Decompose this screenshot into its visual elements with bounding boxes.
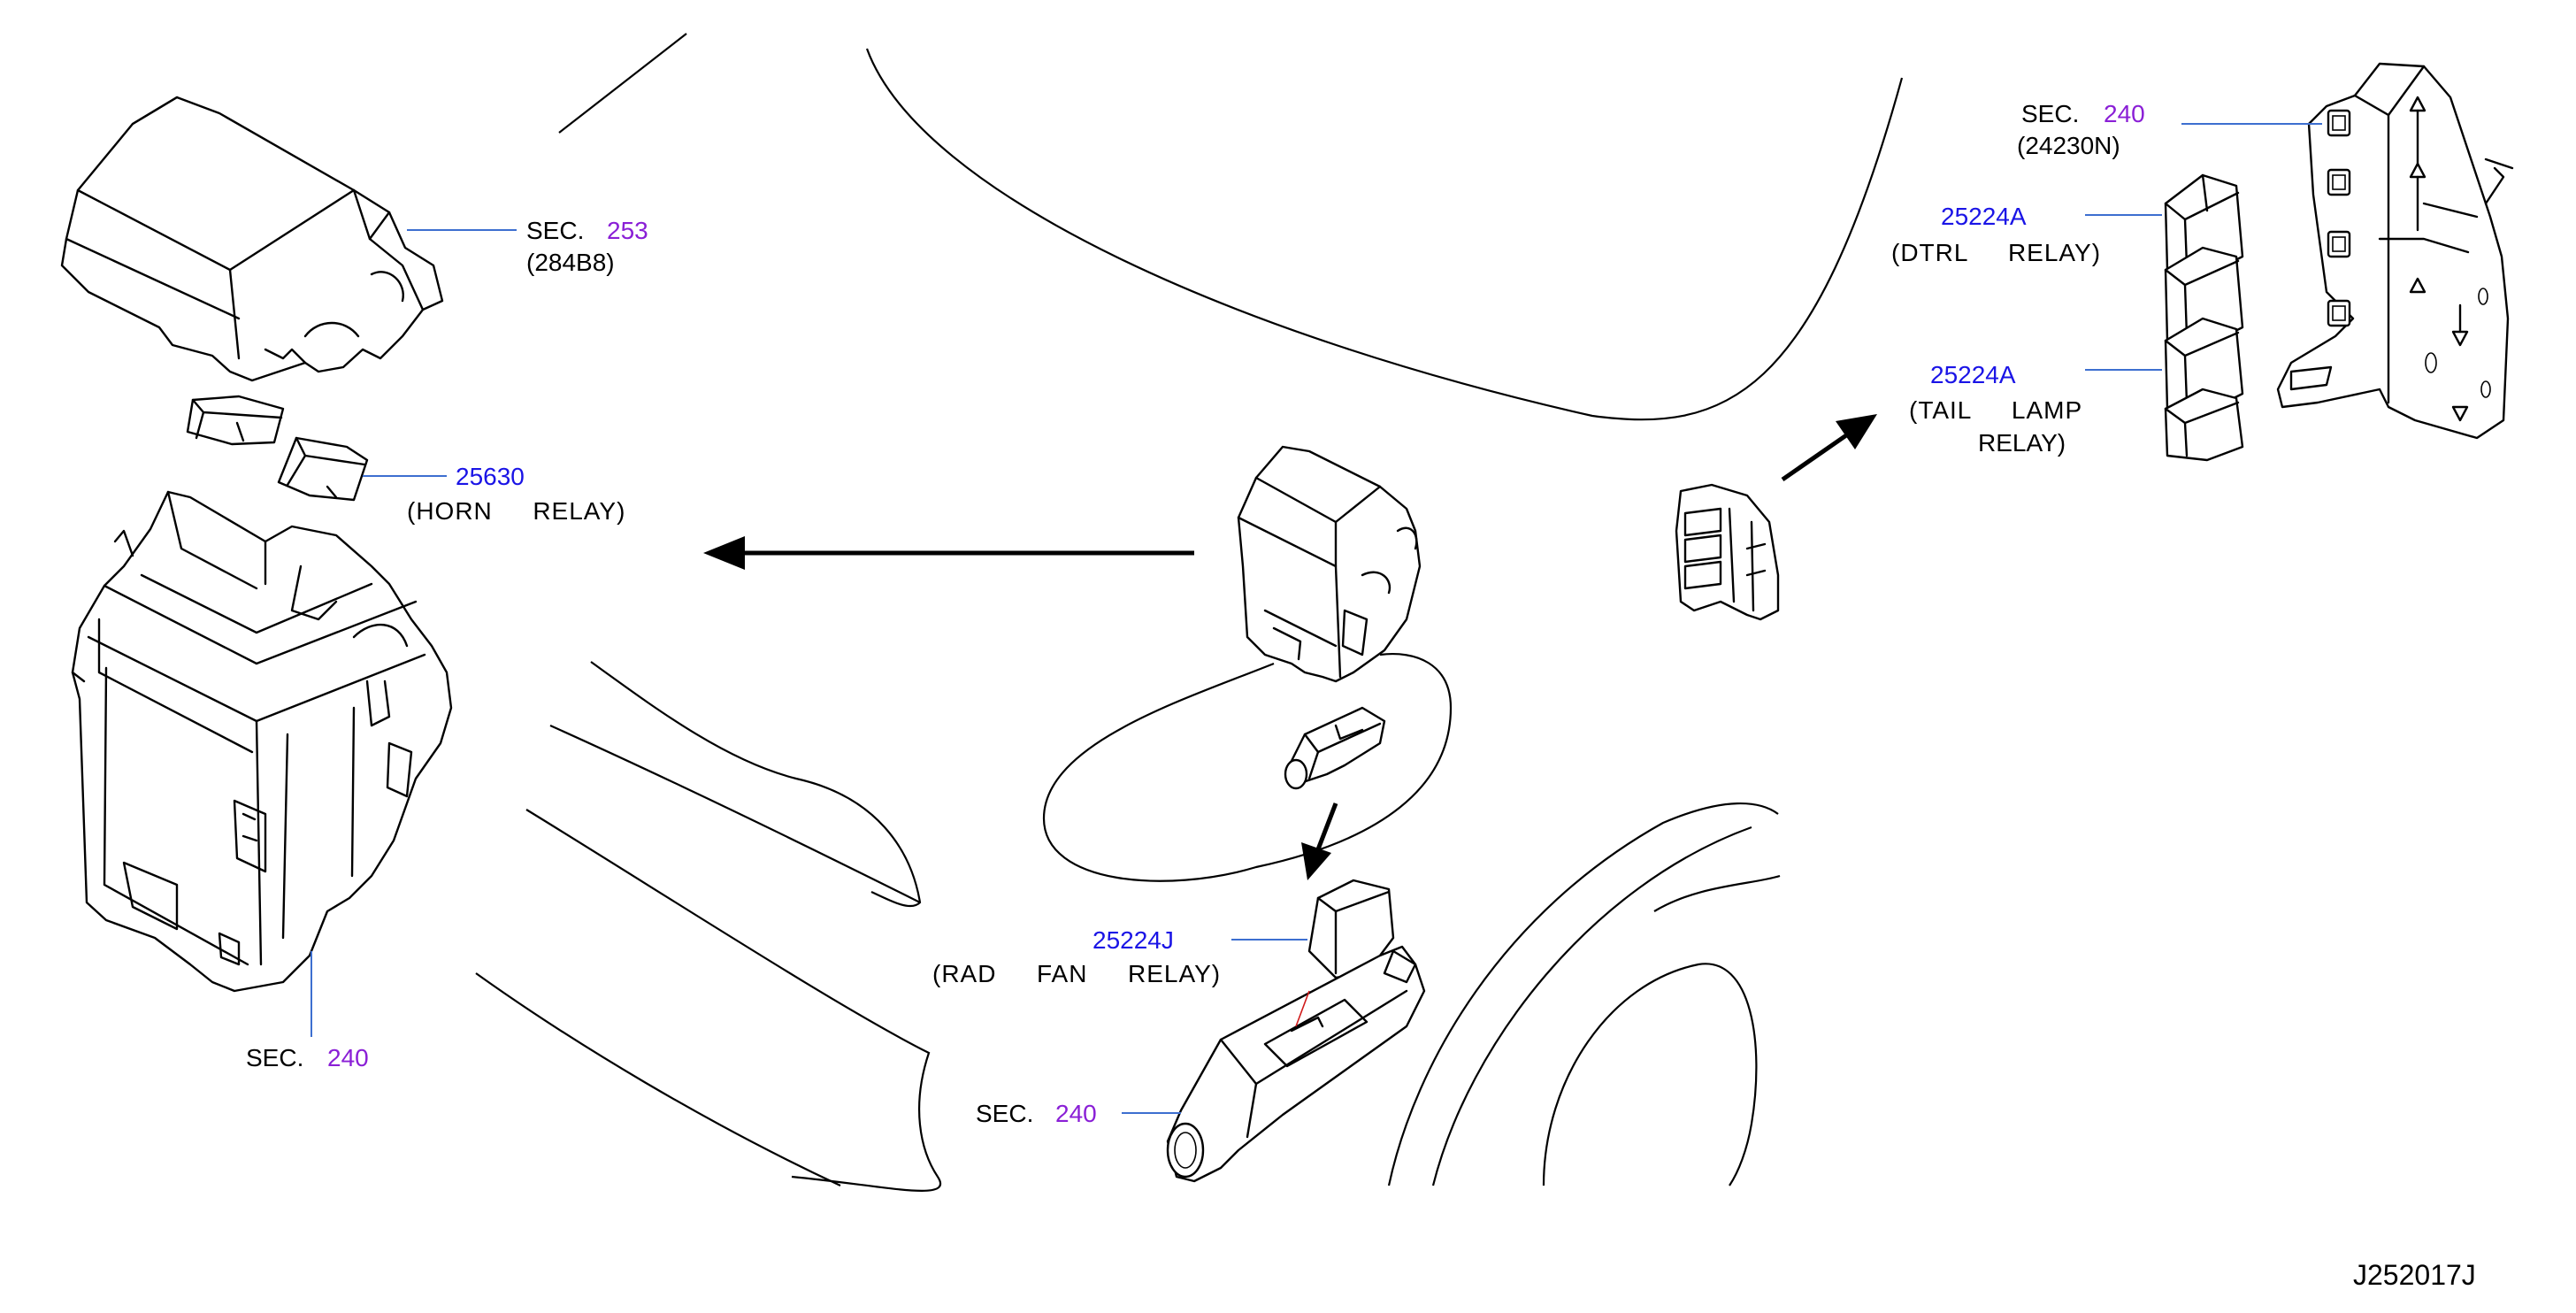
connector-sec-prefix: SEC. (976, 1100, 1033, 1127)
main-box-sec-number: 240 (327, 1044, 369, 1071)
fuse-box-cover (60, 96, 444, 382)
bracket-sec-prefix: SEC. (2021, 100, 2079, 127)
tail-lamp-relay-description-line1: (TAIL LAMP (1909, 396, 2082, 424)
main-relay-box (71, 490, 453, 993)
horn-relay (186, 395, 369, 502)
tail-lamp-relay-part-number: 25224A (1930, 361, 2016, 388)
engine-bay-relay-box (1237, 445, 1422, 683)
cover-sec-code: (284B8) (526, 249, 615, 276)
callout-tail-lamp-relay: 25224A (TAIL LAMP RELAY) (1909, 361, 2082, 457)
rad-fan-relay-part-number: 25224J (1092, 926, 1174, 954)
tail-lamp-relay-description-line2: RELAY) (1978, 429, 2066, 457)
arrow-down-icon (1301, 802, 1338, 880)
rad-fan-relay-holder (1166, 945, 1426, 1183)
arrow-up-right-icon (1781, 414, 1877, 482)
vehicle-body-outline (475, 33, 1904, 1192)
cable-connector (1284, 706, 1386, 790)
rad-fan-relay-description: (RAD FAN RELAY) (932, 960, 1221, 987)
bracket-sec-number: 240 (2104, 100, 2145, 127)
leader-lines (310, 123, 2322, 1114)
detail-ellipse (1042, 653, 1453, 882)
relay-bracket (2276, 62, 2514, 440)
callout-rad-fan-relay: 25224J (RAD FAN RELAY) (932, 926, 1221, 987)
callout-dtrl-relay: 25224A (DTRL RELAY) (1891, 203, 2101, 266)
direction-arrows (703, 414, 1877, 880)
arrow-left-icon (703, 536, 1194, 570)
horn-relay-description: (HORN RELAY) (407, 497, 625, 525)
main-box-sec-prefix: SEC. (246, 1044, 303, 1071)
connector-sec-number: 240 (1055, 1100, 1097, 1127)
cover-sec-number: 253 (607, 217, 648, 244)
bracket-sec-code: (24230N) (2017, 132, 2120, 159)
relay-stack (2164, 173, 2244, 462)
dtrl-relay-part-number: 25224A (1941, 203, 2027, 230)
callout-connector-sec: SEC. 240 (976, 1100, 1097, 1127)
callout-cover-sec: SEC. 253 (284B8) (526, 217, 648, 276)
callout-bracket-sec: SEC. 240 (24230N) (2017, 100, 2145, 159)
callout-main-box-sec: SEC. 240 (246, 1044, 369, 1071)
small-relay-bracket (1675, 483, 1780, 621)
diagram-id: J252017J (2353, 1259, 2476, 1291)
horn-relay-part-number: 25630 (456, 463, 525, 490)
callout-horn-relay: 25630 (HORN RELAY) (407, 463, 625, 525)
cover-sec-prefix: SEC. (526, 217, 584, 244)
dtrl-relay-description: (DTRL RELAY) (1891, 239, 2101, 266)
